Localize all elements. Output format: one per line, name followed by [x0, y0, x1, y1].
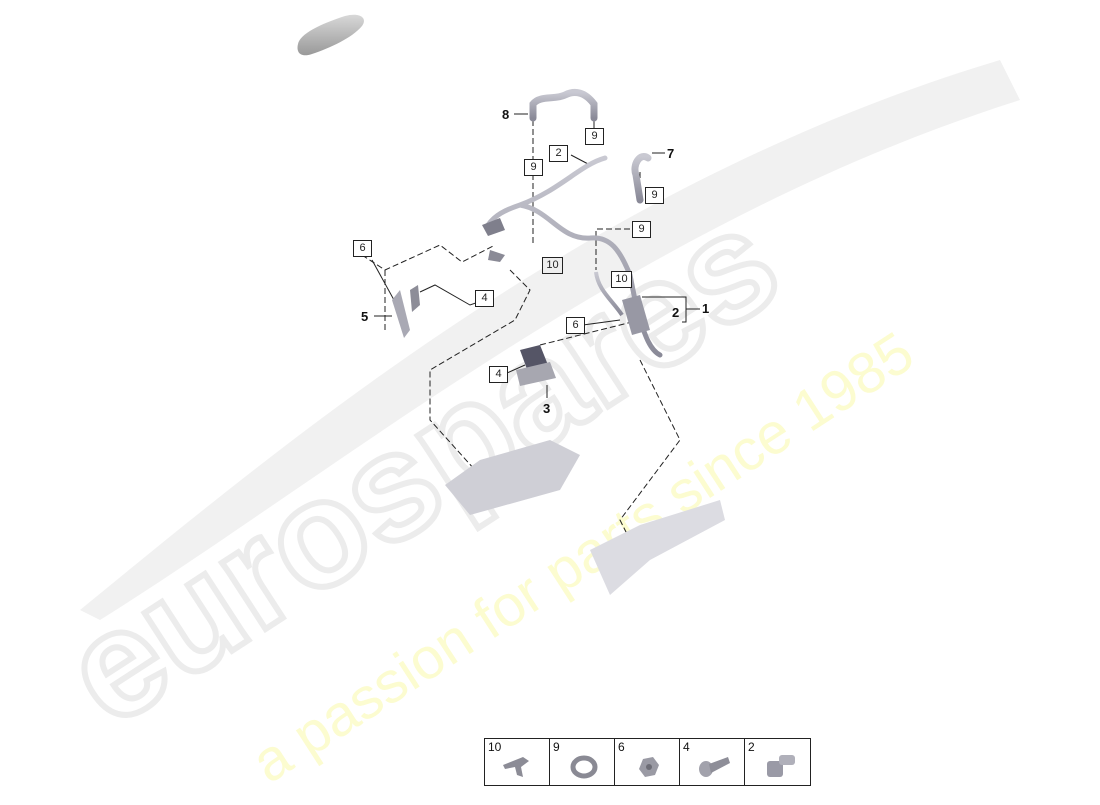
label-box-4: 4 — [489, 366, 508, 383]
label-box-10: 10 — [542, 257, 563, 274]
legend-label: 6 — [618, 740, 625, 754]
label-box-6: 6 — [353, 240, 372, 257]
nut-icon — [639, 757, 659, 777]
label-box-6: 6 — [566, 317, 585, 334]
clip-connector-icon — [767, 755, 795, 777]
legend-cell-hose-clamp[interactable]: 9 — [550, 739, 615, 785]
legend-cell-clip-connector[interactable]: 2 — [745, 739, 810, 785]
callout-3: 3 — [543, 401, 551, 416]
label-box-2: 2 — [549, 145, 568, 162]
legend-cell-screw[interactable]: 4 — [680, 739, 745, 785]
legend-cell-bracket[interactable]: 10 — [485, 739, 550, 785]
label-box-9: 9 — [524, 159, 543, 176]
label-box-9: 9 — [645, 187, 664, 204]
legend-label: 2 — [748, 740, 755, 754]
label-box-9: 9 — [632, 221, 651, 238]
callout-2: 2 — [672, 305, 680, 320]
legend-label: 4 — [683, 740, 690, 754]
legend-cell-nut[interactable]: 6 — [615, 739, 680, 785]
hose-clamp-icon — [570, 755, 598, 779]
callout-5: 5 — [361, 309, 369, 324]
legend-label: 10 — [488, 740, 502, 754]
parts-legend: 10 9 6 4 2 — [484, 738, 811, 786]
screw-icon — [699, 757, 730, 777]
bracket-icon — [503, 757, 529, 777]
callout-1: 1 — [702, 301, 710, 316]
callout-8: 8 — [502, 107, 510, 122]
label-box-10: 10 — [611, 271, 632, 288]
label-box-9: 9 — [585, 128, 604, 145]
label-box-4: 4 — [475, 290, 494, 307]
callout-7: 7 — [667, 146, 675, 161]
legend-label: 9 — [553, 740, 560, 754]
